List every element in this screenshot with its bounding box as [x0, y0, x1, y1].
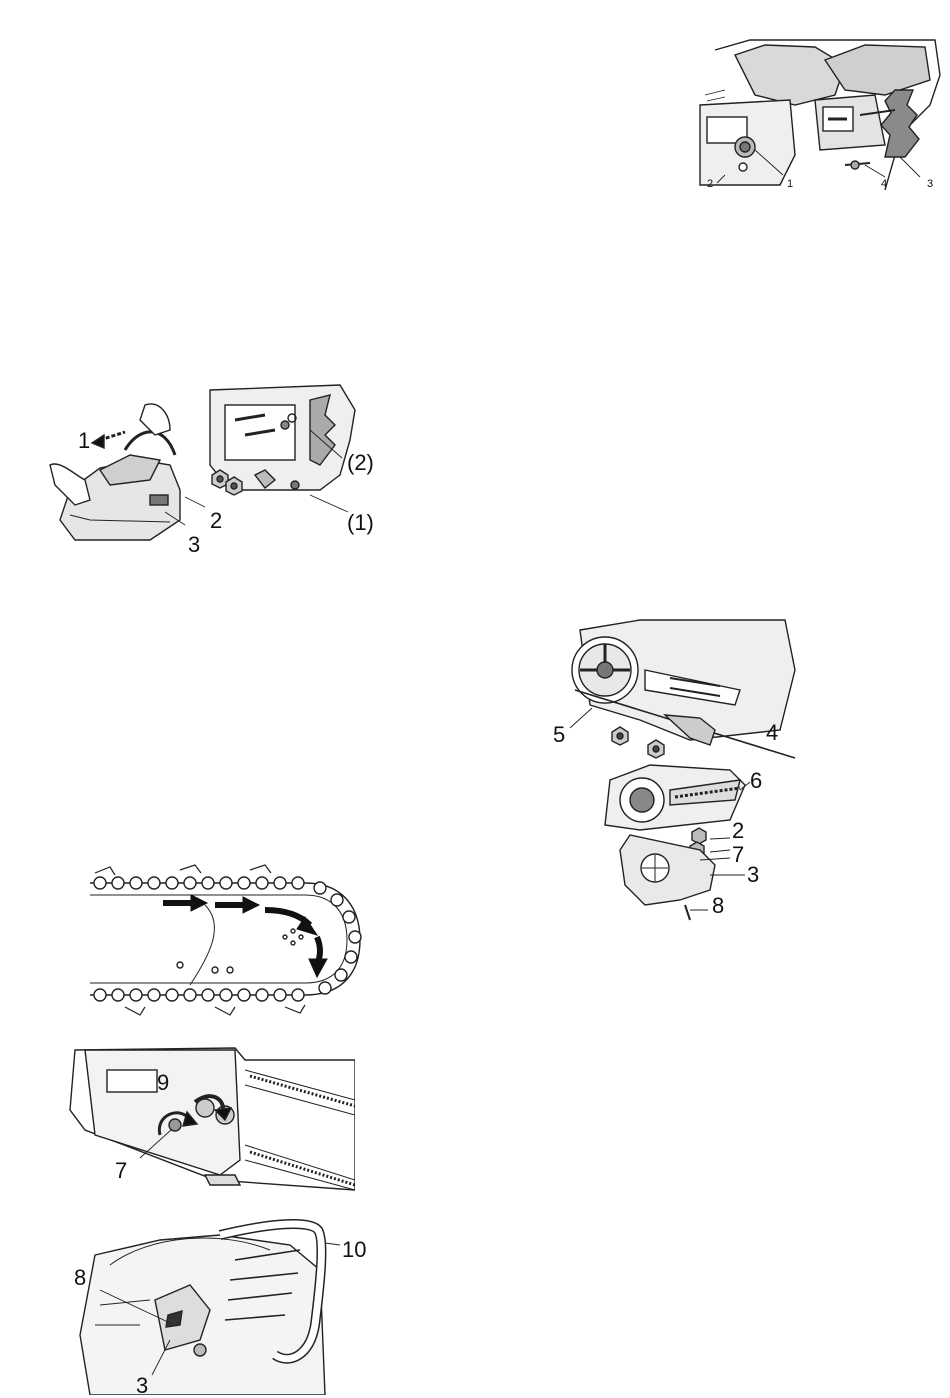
figure-chain-catcher: 1 2 3 4: [695, 35, 945, 195]
figure-front-handle: 10 8 3: [70, 1215, 390, 1395]
callout-3: 3: [927, 178, 933, 190]
callout-paren-2: (2): [347, 450, 374, 475]
callout-1: 1: [787, 178, 793, 190]
figure-chain-tensioner: 9 7: [65, 1040, 355, 1200]
callout-9: 9: [157, 1070, 169, 1095]
front-handle-illustration: 10 8 3: [70, 1215, 390, 1395]
callout-3: 3: [747, 862, 759, 887]
figure-chain-brake-release: 1 2 3 (1) (2): [30, 380, 390, 560]
callout-7: 7: [732, 842, 744, 867]
figure-chain-direction: [85, 855, 370, 1025]
bar-chain-assembly-illustration: 5 4 6 2 7 3 8: [550, 610, 800, 930]
callout-8: 8: [712, 893, 724, 918]
callout-3: 3: [136, 1373, 148, 1395]
callout-paren-1: (1): [347, 510, 374, 535]
callout-7: 7: [115, 1158, 127, 1183]
callout-6: 6: [750, 768, 762, 793]
callout-3: 3: [188, 532, 200, 557]
callout-8: 8: [74, 1265, 86, 1290]
callout-4: 4: [766, 720, 778, 745]
figure-bar-chain-assembly: 5 4 6 2 7 3 8: [550, 610, 800, 930]
callout-2: 2: [210, 508, 222, 533]
chain-catcher-illustration: 1 2 3 4: [695, 35, 945, 195]
callout-4: 4: [881, 178, 887, 190]
chain-direction-illustration: [85, 855, 370, 1025]
chain-tensioner-illustration: 9 7: [65, 1040, 355, 1200]
callout-2: 2: [732, 818, 744, 843]
callout-2: 2: [707, 178, 713, 190]
chain-brake-illustration: 1 2 3 (1) (2): [30, 380, 390, 560]
callout-1: 1: [78, 428, 90, 453]
callout-5: 5: [553, 722, 565, 747]
callout-10: 10: [342, 1237, 366, 1262]
